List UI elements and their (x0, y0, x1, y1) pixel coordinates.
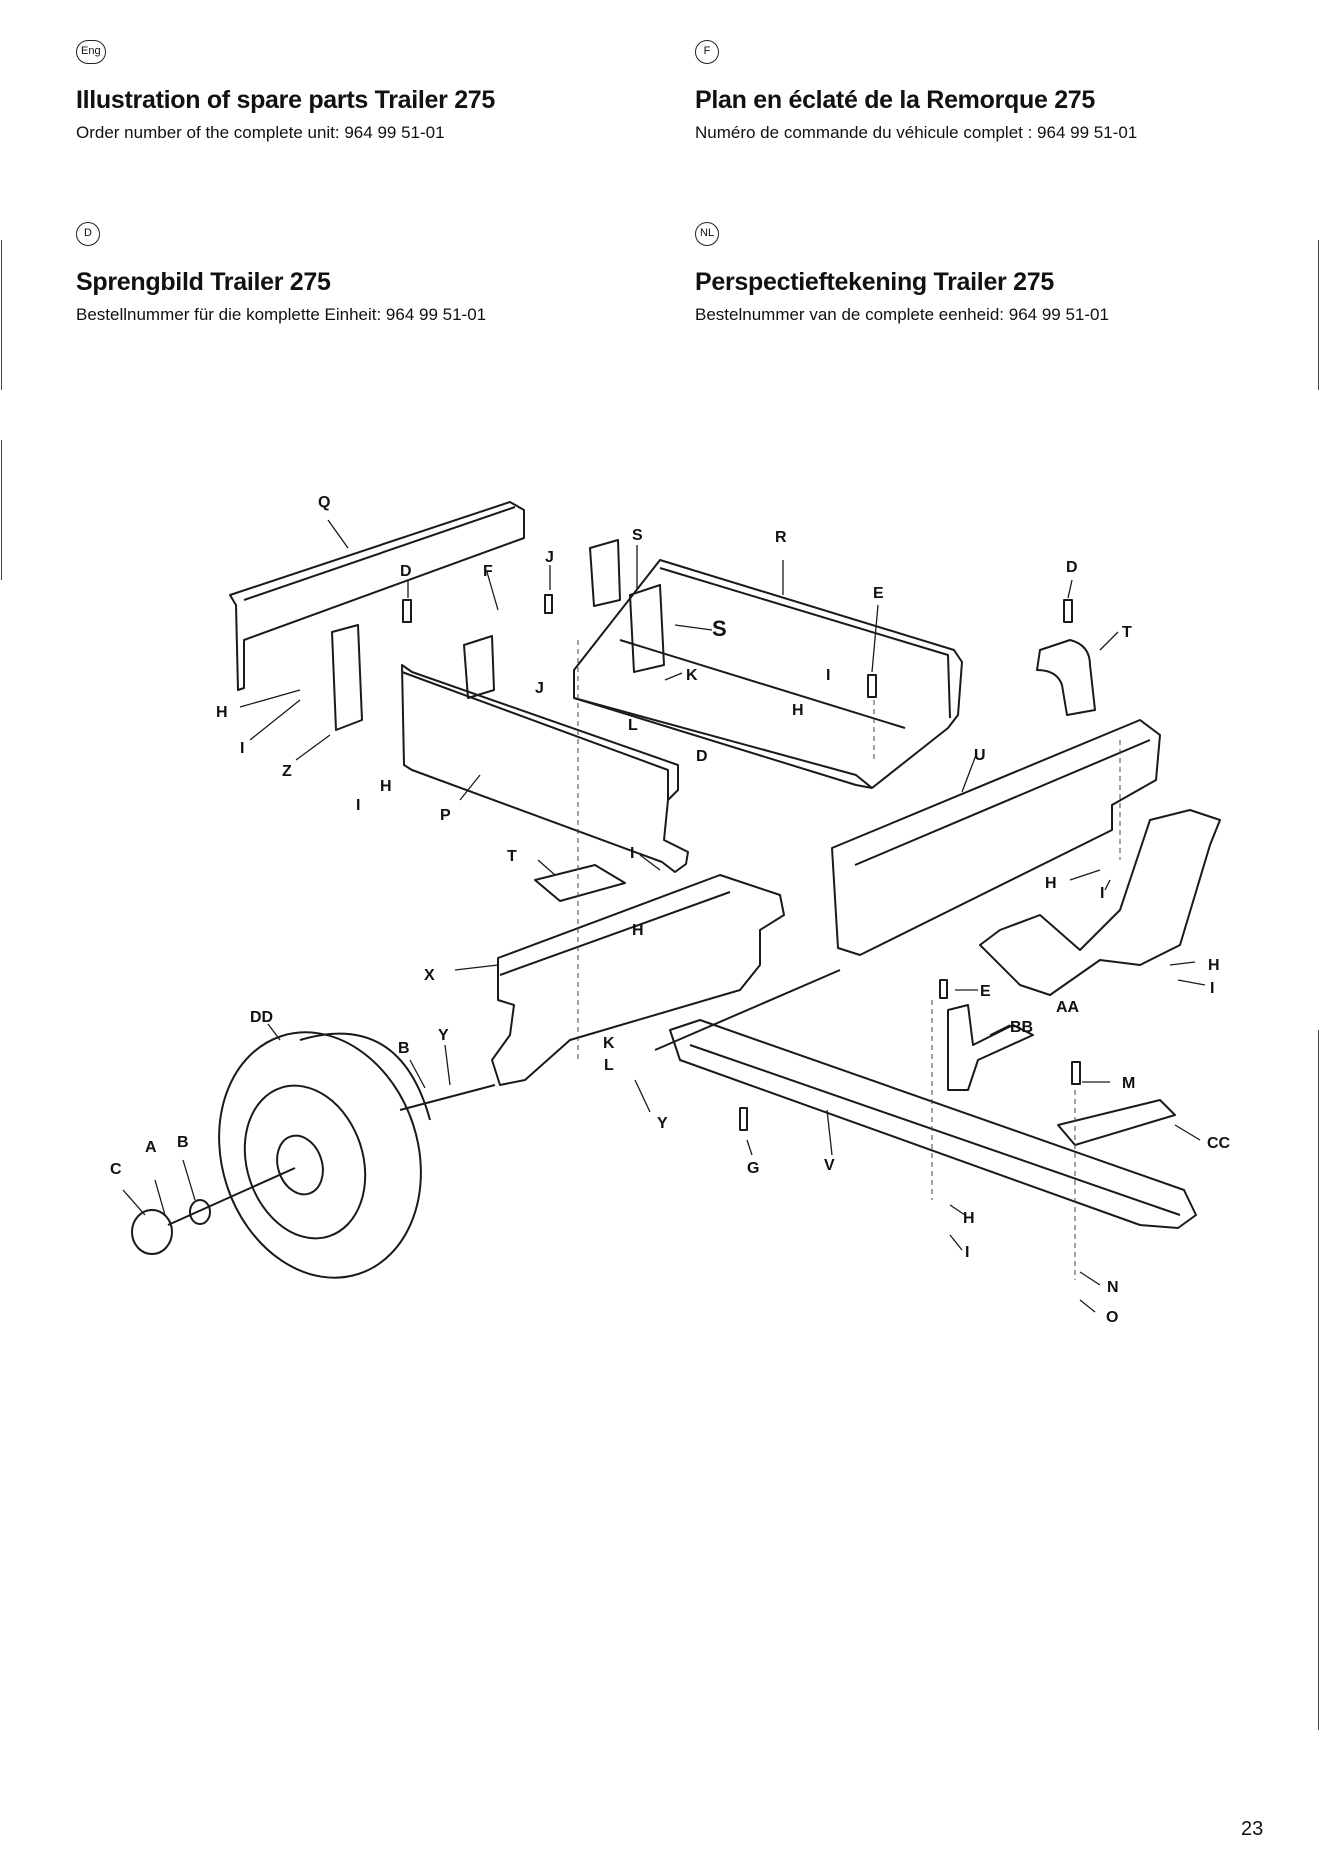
scan-edge-right (1318, 240, 1319, 390)
label-i-bed: I (826, 667, 830, 684)
rear-bracket-s (589, 539, 621, 607)
label-a: A (145, 1139, 157, 1156)
language-badge-f: F (695, 40, 719, 64)
label-b: B (177, 1134, 189, 1151)
washer-b (189, 1199, 211, 1225)
order-number-english: Order number of the complete unit: 964 9… (76, 123, 445, 142)
label-c: C (110, 1161, 122, 1178)
label-y-bottom: Y (657, 1115, 668, 1132)
chassis-rail-x (491, 874, 785, 1086)
order-number-dutch: Bestelnummer van de complete eenheid: 96… (695, 305, 1109, 324)
bracket-pair (629, 584, 665, 673)
label-y-top: Y (438, 1027, 449, 1044)
bracket-t-mid (534, 864, 626, 902)
hitch-aa (979, 809, 1221, 996)
label-x: X (424, 967, 435, 984)
scan-edge-left (1, 240, 2, 390)
label-d: D (400, 563, 412, 580)
label-u: U (974, 747, 986, 764)
label-z: Z (282, 763, 292, 780)
bolt-g (739, 1107, 748, 1131)
label-bb: BB (1010, 1019, 1033, 1036)
label-g: G (747, 1160, 759, 1177)
bolt-d-right (1063, 599, 1073, 623)
section-english: Eng Illustration of spare parts Trailer … (76, 40, 636, 143)
label-q: Q (318, 494, 330, 511)
section-german: D Sprengbild Trailer 275 Bestellnummer f… (76, 222, 636, 325)
wheel-dd (218, 1031, 422, 1279)
label-h-mid: H (632, 922, 644, 939)
label-i-hitch: I (1210, 980, 1214, 997)
label-h-axle: H (963, 1210, 975, 1227)
front-board-q (229, 501, 525, 691)
rear-rail-u (831, 719, 1161, 956)
order-number-german: Bestellnummer für die komplette Einheit:… (76, 305, 487, 324)
order-number-french: Numéro de commande du véhicule complet :… (695, 123, 1138, 142)
spring-bb (947, 1004, 1034, 1091)
bolt-e-lower (939, 979, 948, 999)
scan-edge-right-lower (1318, 1030, 1319, 1730)
label-k: K (686, 667, 698, 684)
language-badge-nl: NL (695, 222, 720, 246)
section-dutch: NL Perspectieftekening Trailer 275 Beste… (695, 222, 1255, 325)
label-h-hitch: H (1208, 957, 1220, 974)
axle-v (669, 1019, 1197, 1229)
label-n: N (1107, 1279, 1119, 1296)
label-l-lower: L (604, 1057, 614, 1074)
label-f: F (483, 563, 493, 580)
label-m: M (1122, 1075, 1135, 1092)
scan-edge-left-lower (1, 440, 2, 580)
label-i-rail: I (1100, 885, 1104, 902)
label-j-inner: J (535, 680, 544, 697)
label-o: O (1106, 1309, 1118, 1326)
bolt-e (867, 674, 877, 698)
label-t: T (1122, 624, 1132, 641)
section-title-dutch: Perspectieftekening Trailer 275 (695, 268, 1054, 296)
label-p: P (440, 807, 451, 824)
label-e-lower: E (980, 983, 991, 1000)
hub-cap-c (131, 1209, 173, 1255)
label-v: V (824, 1157, 835, 1174)
bracket-cc (1057, 1099, 1176, 1146)
front-bracket (331, 624, 363, 731)
language-badge-eng: Eng (76, 40, 106, 64)
section-french: F Plan en éclaté de la Remorque 275 Numé… (695, 40, 1255, 143)
section-title-german: Sprengbild Trailer 275 (76, 268, 331, 296)
label-r: R (775, 529, 787, 546)
label-j: J (545, 549, 554, 566)
section-title-french: Plan en éclaté de la Remorque 275 (695, 86, 1096, 114)
label-s: S (632, 527, 643, 544)
label-b-axle: B (398, 1040, 410, 1057)
label-cc: CC (1207, 1135, 1231, 1152)
label-h-left: H (216, 704, 228, 721)
label-h-rail: H (1045, 875, 1057, 892)
language-badge-d: D (76, 222, 100, 246)
label-l: L (628, 717, 638, 734)
label-h-bracket: H (380, 778, 392, 795)
side-rail-p (401, 664, 689, 873)
label-t-mid: T (507, 848, 517, 865)
section-title-english: Illustration of spare parts Trailer 275 (76, 86, 496, 114)
label-e: E (873, 585, 884, 602)
label-s-inner: S (712, 616, 727, 641)
label-d-bed: D (696, 748, 708, 765)
bracket-t-top (1036, 639, 1096, 716)
label-dd: DD (250, 1009, 273, 1026)
label-i-mid: I (630, 845, 634, 862)
label-h-bed: H (792, 702, 804, 719)
bolt-d (402, 599, 412, 623)
label-k-lower: K (603, 1035, 615, 1052)
page-number: 23 (1241, 1818, 1264, 1840)
mid-bracket (463, 635, 495, 699)
label-d-right: D (1066, 559, 1078, 576)
label-i-axle: I (965, 1244, 969, 1261)
bolt-j (544, 594, 553, 614)
label-i-left: I (240, 740, 244, 757)
part-labels: Q D F J S R E D T H I Z I H P S K J L I … (110, 494, 1231, 1326)
exploded-parts-diagram: Q D F J S R E D T H I Z I H P S K J L I … (110, 494, 1231, 1326)
cargo-bed-r (573, 559, 963, 789)
label-i-bracket: I (356, 797, 360, 814)
label-aa: AA (1056, 999, 1080, 1016)
bolt-m (1071, 1061, 1081, 1085)
